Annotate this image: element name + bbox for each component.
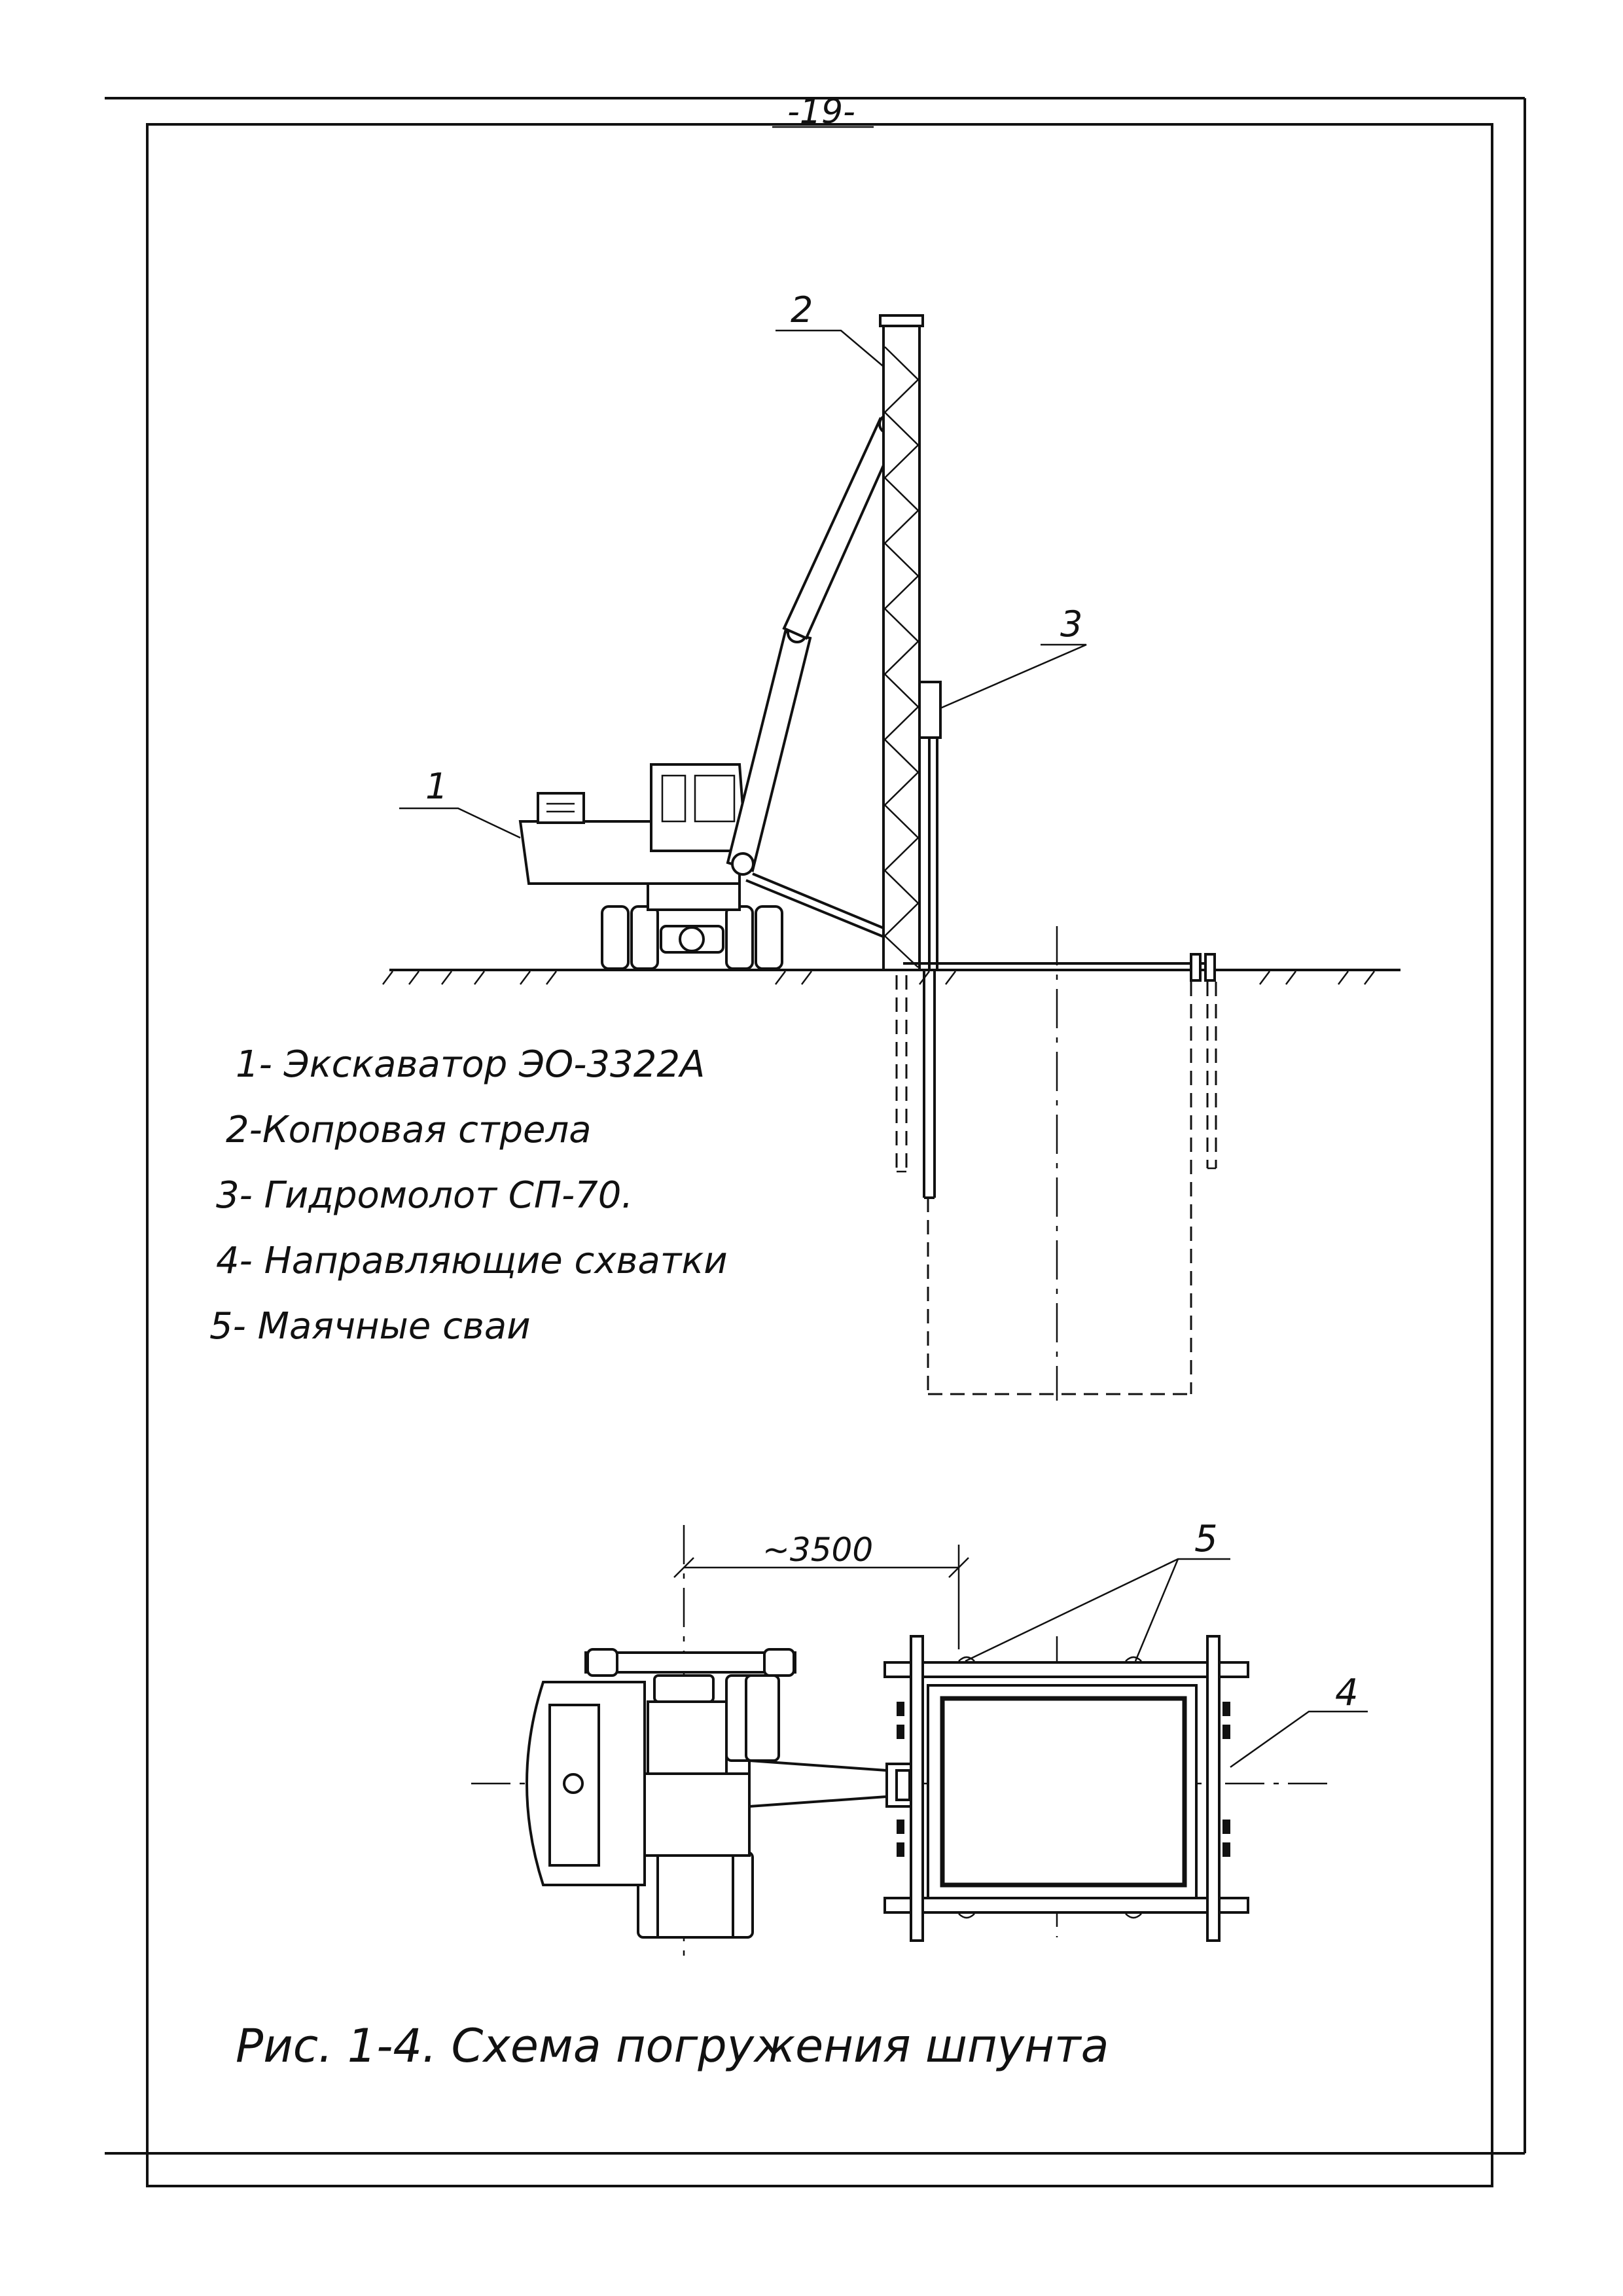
leader-lines-elevation <box>399 329 1087 839</box>
legend: 1- Экскаватор ЭО-3322А 2-Копровая стрела… <box>209 1043 728 1348</box>
callout-5: 5 <box>1194 1518 1218 1560</box>
ground-hatching <box>382 971 1375 985</box>
hydraulic-hammer <box>918 681 942 970</box>
callout-2: 2 <box>791 289 813 331</box>
legend-item-1: 1- Экскаватор ЭО-3322А <box>236 1043 705 1086</box>
figure-caption: Рис. 1-4. Схема погружения шпунта <box>236 2019 1109 2073</box>
guide-frame <box>883 1635 1249 1942</box>
callout-4: 4 <box>1335 1672 1359 1714</box>
page-number: -19- <box>787 92 855 132</box>
sheet-pile <box>923 970 936 1199</box>
guide-beam-elevation <box>903 953 1216 982</box>
plan-view: ~3500 <box>471 1518 1368 1964</box>
page-frame <box>105 97 1526 2187</box>
legend-item-3: 3- Гидромолот СП-70. <box>216 1174 633 1217</box>
leader-lines-plan <box>965 1558 1368 1768</box>
excavator-boom <box>726 414 902 939</box>
legend-item-4: 4- Направляющие схватки <box>216 1240 728 1282</box>
excavator-plan <box>526 1648 914 1939</box>
callout-3: 3 <box>1060 603 1082 645</box>
dimension-label: ~3500 <box>762 1531 873 1569</box>
legend-item-2: 2-Копровая стрела <box>226 1109 592 1151</box>
legend-item-5: 5- Маячные сваи <box>209 1305 531 1348</box>
dimension-3500 <box>673 1545 969 1649</box>
pit-outline <box>895 926 1217 1401</box>
excavator <box>518 763 783 970</box>
pile-driving-mast <box>879 314 924 971</box>
callout-1: 1 <box>425 766 448 807</box>
side-elevation: 1 2 3 <box>382 289 1400 1401</box>
